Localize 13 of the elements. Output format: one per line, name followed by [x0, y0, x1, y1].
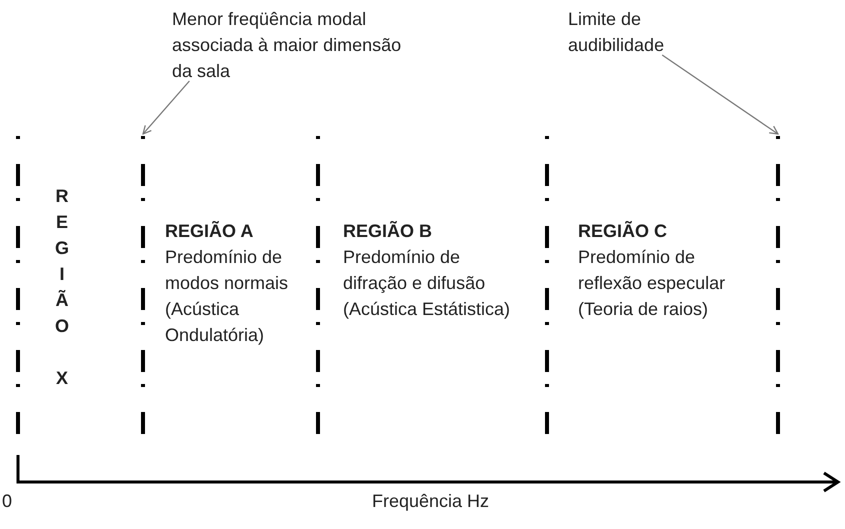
region-label: REGIÃO X [52, 186, 72, 394]
region-heading: REGIÃO B [343, 220, 432, 243]
region-heading: REGIÃO C [578, 220, 668, 243]
annotation-text: Limite de audibilidade [568, 6, 738, 58]
annotation-text: Menor freqüência modal associada à maior dimensão da sala [172, 6, 410, 84]
leader-arrow [662, 54, 779, 135]
region-description: Predomínio de reflexão especular (Teoria de raios) [578, 246, 726, 321]
region-description: Predomínio de difração e difusão (Acústica Estátistica) [343, 246, 512, 321]
axis-origin-label: 0 [2, 490, 12, 513]
region-description: Predomínio de modos normais (Acústica Ondulatória) [165, 246, 290, 347]
leader-arrow [142, 80, 190, 135]
region-heading: REGIÃO A [165, 220, 254, 243]
axis-title: Frequência Hz [372, 490, 490, 513]
